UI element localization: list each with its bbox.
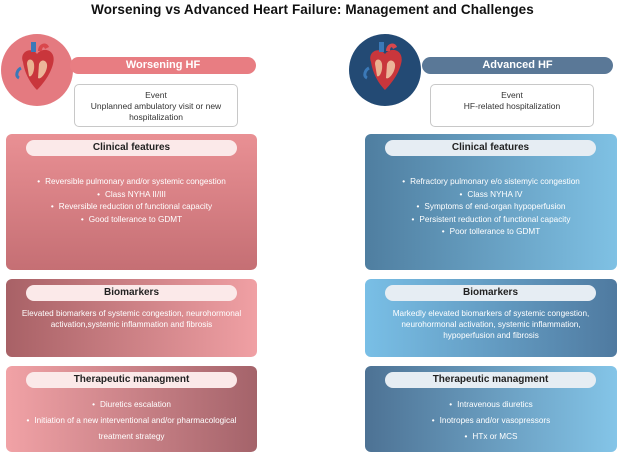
therapy-list: Intravenous diuretics Inotropes and/or v…: [373, 397, 609, 445]
advanced-biomarkers-panel: Biomarkers Markedly elevated biomarkers …: [365, 279, 617, 357]
panel-title: Biomarkers: [26, 285, 237, 301]
list-item: Inotropes and/or vasopressors: [373, 413, 609, 429]
list-item: Intravenous diuretics: [373, 397, 609, 413]
panel-title: Therapeutic managment: [385, 372, 596, 388]
panel-title: Clinical features: [385, 140, 596, 156]
event-label: Event: [145, 90, 167, 100]
advanced-event-box: Event HF-related hospitalization: [430, 84, 594, 127]
worsening-biomarkers-panel: Biomarkers Elevated biomarkers of system…: [6, 279, 257, 357]
clinical-list: Reversible pulmonary and/or systemic con…: [14, 176, 249, 226]
event-text: Unplanned ambulatory visit or new hospit…: [90, 101, 222, 122]
advanced-hf-banner: Advanced HF: [422, 57, 613, 74]
advanced-heart-icon: [349, 34, 421, 106]
list-item: Persistent reduction of functional capac…: [373, 214, 609, 227]
list-item: HTx or MCS: [373, 429, 609, 445]
panel-title: Therapeutic managment: [26, 372, 237, 388]
panel-title: Biomarkers: [385, 285, 596, 301]
list-item: Class NYHA IV: [373, 189, 609, 202]
list-item: Initiation of a new interventional and/o…: [14, 413, 249, 445]
biomarkers-text: Elevated biomarkers of systemic congesti…: [21, 309, 242, 329]
page-title: Worsening vs Advanced Heart Failure: Man…: [91, 2, 534, 17]
list-item: Good tollerance to GDMT: [14, 214, 249, 227]
clinical-list: Refractory pulmonary e/o sistemyic conge…: [373, 176, 609, 239]
event-text: HF-related hospitalization: [463, 101, 561, 111]
list-item: Poor tollerance to GDMT: [373, 226, 609, 239]
worsening-event-box: Event Unplanned ambulatory visit or new …: [74, 84, 238, 127]
event-label: Event: [501, 90, 523, 100]
advanced-clinical-panel: Clinical features Refractory pulmonary e…: [365, 134, 617, 270]
worsening-clinical-panel: Clinical features Reversible pulmonary a…: [6, 134, 257, 270]
list-item: Symptoms of end-organ hypoperfusion: [373, 201, 609, 214]
list-item: Diuretics escalation: [14, 397, 249, 413]
biomarkers-text: Markedly elevated biomarkers of systemic…: [392, 309, 590, 340]
list-item: Class NYHA II/III: [14, 189, 249, 202]
list-item: Refractory pulmonary e/o sistemyic conge…: [373, 176, 609, 189]
panel-title: Clinical features: [26, 140, 237, 156]
therapy-list: Diuretics escalation Initiation of a new…: [14, 397, 249, 445]
worsening-therapy-panel: Therapeutic managment Diuretics escalati…: [6, 366, 257, 452]
worsening-heart-icon: [1, 34, 73, 106]
advanced-therapy-panel: Therapeutic managment Intravenous diuret…: [365, 366, 617, 452]
worsening-hf-banner: Worsening HF: [70, 57, 256, 74]
list-item: Reversible pulmonary and/or systemic con…: [14, 176, 249, 189]
list-item: Reversible reduction of functional capac…: [14, 201, 249, 214]
